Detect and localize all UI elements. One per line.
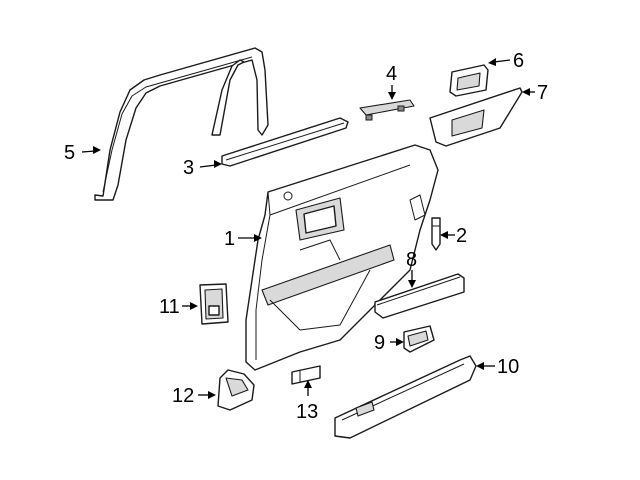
part-10-pull-handle-trim <box>334 355 477 439</box>
callout-11: 11 <box>159 296 180 318</box>
callout-4: 4 <box>386 63 397 85</box>
part-8-armrest-pad <box>374 273 465 319</box>
callout-13: 13 <box>296 401 318 423</box>
callout-8: 8 <box>406 249 417 271</box>
part-9-switch <box>403 325 435 353</box>
callout-labels: 1 2 3 4 5 6 7 8 9 10 11 12 13 <box>64 50 548 423</box>
leader-lines <box>81 58 535 399</box>
callout-7: 7 <box>537 82 548 104</box>
part-5-window-frame-seal <box>94 47 269 201</box>
callout-1: 1 <box>224 228 235 250</box>
part-4-bracket <box>359 99 415 121</box>
callout-3: 3 <box>183 157 194 179</box>
callout-9: 9 <box>374 332 385 354</box>
part-13-small-clip <box>291 365 321 385</box>
part-3-belt-molding <box>221 117 349 167</box>
part-1-door-trim-panel <box>245 144 439 371</box>
part-12-lamp-housing <box>217 369 255 411</box>
callout-12: 12 <box>172 385 194 407</box>
part-6-switch-bezel <box>449 64 489 97</box>
callout-5: 5 <box>64 142 75 164</box>
callout-2: 2 <box>456 225 467 247</box>
callout-10: 10 <box>497 356 519 378</box>
part-11-window-switch <box>199 283 229 325</box>
part-7-upper-trim <box>429 87 523 147</box>
part-2-clip <box>431 217 441 251</box>
callout-6: 6 <box>513 50 524 72</box>
